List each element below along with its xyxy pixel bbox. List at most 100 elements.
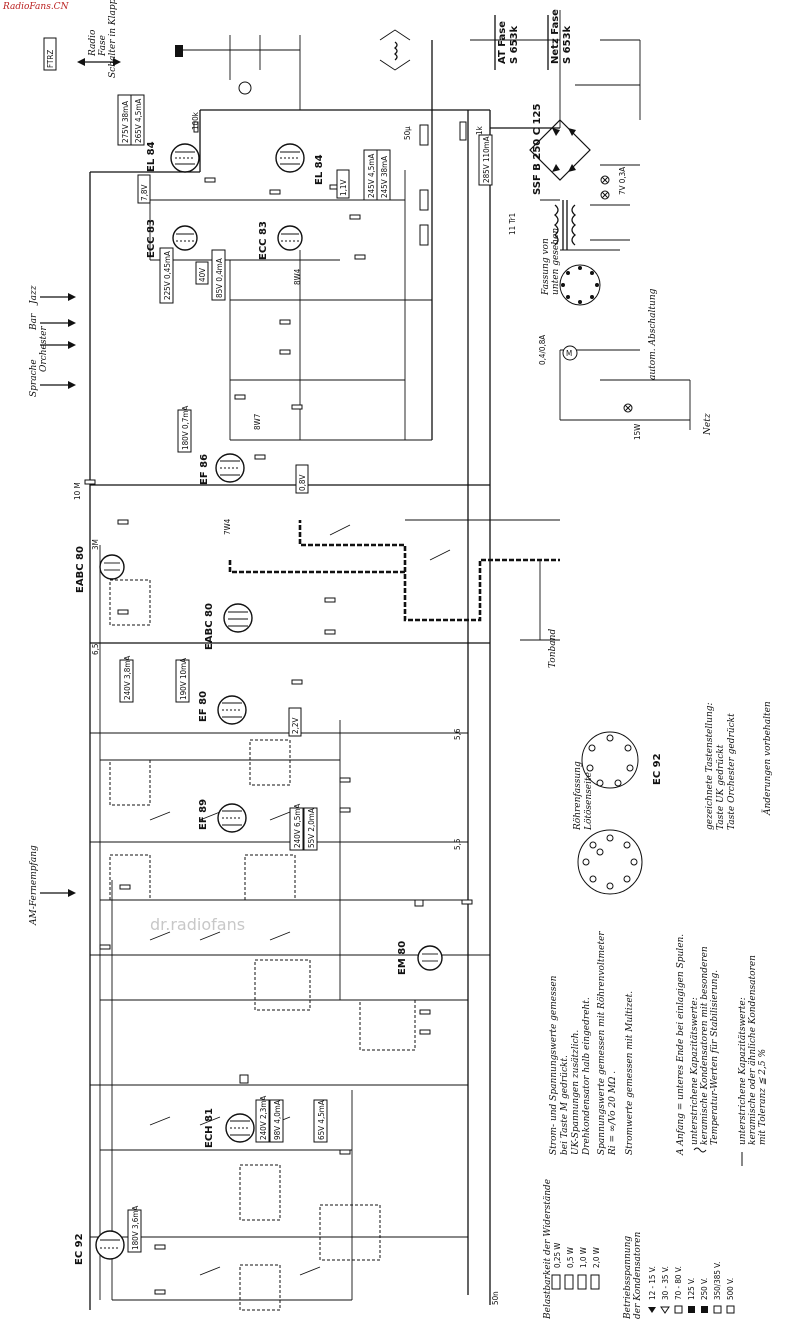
legend-a: A Anfang = unteres Ende bei einlagigen S… <box>676 934 686 1156</box>
ef86-label: EF 86 <box>199 454 210 485</box>
tube-ecc83-b <box>277 225 303 251</box>
brand-watermark-text: RadioFans.CN <box>3 2 69 12</box>
note-4: Drehkondensator halb eingedreht. <box>582 997 592 1156</box>
load-value-2: 0,5 W <box>566 1247 575 1268</box>
tube-socket-9pin-top <box>559 264 601 306</box>
voltage-4: 245V 38mA <box>380 156 389 198</box>
power-transformer <box>553 200 630 250</box>
ef80-label: EF 80 <box>198 691 209 722</box>
note-7: Stromwerte gemessen mit Multizet. <box>625 991 635 1155</box>
pilot-lamps <box>600 175 633 413</box>
voltage-1: 275V 38mA <box>121 101 130 143</box>
r-10m: 10 M <box>73 482 82 500</box>
v65-label: 6,5 <box>91 644 100 655</box>
at-fase-label: AT Fase <box>497 21 508 64</box>
ec92-label: EC 92 <box>74 1233 85 1265</box>
em80-label: EM 80 <box>397 941 408 975</box>
tube-ef89 <box>217 803 247 833</box>
ecc83-b-label: ECC 83 <box>258 221 269 260</box>
auto-shutoff-label: autom. Abschaltung <box>648 288 658 380</box>
load-value-3: 1,0 W <box>579 1247 588 1268</box>
tube-ech81 <box>225 1113 255 1143</box>
legend-cap2-3: mit Toleranz ≦ 2,5 % <box>758 1049 768 1145</box>
labels: FTRZ Radio Fase Schalter in Klappe AT Fa… <box>29 0 773 1319</box>
ecc83-a-label: ECC 83 <box>146 219 157 258</box>
lamp-7v: 7V 0,3A <box>618 167 627 195</box>
tube-el84-b <box>275 143 305 173</box>
at-fase-code: S 653k <box>509 25 520 64</box>
bias-2: 1,1V <box>339 180 348 196</box>
load-value-4: 2,0 W <box>592 1247 601 1268</box>
tr-11: 11 Tr1 <box>508 213 517 235</box>
tube-ec92 <box>95 1230 125 1260</box>
ef89-label: EF 89 <box>198 799 209 830</box>
fase-label: Fase <box>98 35 108 57</box>
tube-ef86 <box>215 453 245 483</box>
voltage-16: 180V 3,6mA <box>131 1206 140 1250</box>
bias-1: 7,8V <box>140 185 149 201</box>
note-2: bei Taste M gedrückt. <box>560 1055 570 1155</box>
voltage-10: 190V 10mA <box>179 658 188 700</box>
load-value-1: 0,25 W <box>553 1243 562 1268</box>
k50-label: 50n <box>491 1291 500 1305</box>
bw7-label: 8W7 <box>253 414 262 430</box>
schalter-label: Schalter in Klappe <box>108 0 118 78</box>
roehrenfassung-title: Röhrenfassung <box>573 761 583 831</box>
radio-label: Radio <box>88 29 98 57</box>
if-coils <box>109 579 416 1311</box>
main-wiring <box>89 10 691 1310</box>
note-6: Ri = ∞/Vo 20 MΩ . <box>608 1071 618 1156</box>
shielded-cable <box>228 520 560 622</box>
cap-value-6: 350/385 V. <box>713 1262 722 1300</box>
voltage-2: 265V 4,5mA <box>134 99 143 143</box>
voltage-14: 98V 4,0mA <box>273 1100 282 1140</box>
legend-cap1-3: Temperatur-Werten für Stabilisierung. <box>710 970 720 1145</box>
note-1: Strom- und Spannungswerte gemessen <box>549 975 559 1155</box>
v56-label: 5,6 <box>453 728 462 740</box>
pushbutton-switches <box>149 524 451 1276</box>
socket-diagram-7pin <box>581 731 639 789</box>
voltage-13: 240V 2,3mA <box>259 1096 268 1140</box>
m3-label: 3M <box>91 539 100 550</box>
socket-view-label-2: unten gesehen <box>551 228 561 295</box>
tube-ef80 <box>217 695 247 725</box>
voltage-3: 245V 4,5mA <box>367 154 376 198</box>
button-orchester: Orchester <box>39 326 49 372</box>
legend-cap2-2: keramische oder ähnliche Kondensatoren <box>748 955 758 1145</box>
ftrz-label: FTRZ <box>46 50 55 68</box>
motor-symbol: M <box>562 345 578 361</box>
passive-components <box>84 121 473 1295</box>
ec92-socket-label: EC 92 <box>652 753 663 785</box>
voltage-9: 240V 3,8mA <box>123 656 132 700</box>
tw4-label: 7W4 <box>223 518 232 535</box>
note-3: UK-Spannungen zusätzlich. <box>571 1030 581 1155</box>
cap-value-1: 12 - 15 V. <box>648 1266 657 1300</box>
socket-diagram-9pin <box>577 829 643 895</box>
am-fernempfang-label: AM-Fernempfang <box>29 845 39 926</box>
el84-b-label: EL 84 <box>314 154 325 185</box>
button-jazz: Jazz <box>29 285 39 306</box>
netz-fase-label: Netz Fase <box>550 9 561 64</box>
taste-note-2: Taste UK gedrückt <box>716 744 726 830</box>
cap-value-2: 30 - 35 V. <box>661 1266 670 1300</box>
cap-value-7: 500 V. <box>726 1278 735 1300</box>
socket-view-label-1: Fassung von <box>541 238 551 296</box>
legend-cap1-2: keramische Kondensatoren mit besonderen <box>700 946 710 1145</box>
button-arrows <box>40 58 121 897</box>
bw4-label: 8W4 <box>293 268 302 285</box>
tube-el84-a <box>170 143 200 173</box>
bias-3: 2,2V <box>291 718 300 734</box>
lamp-15w: 15W <box>633 424 642 440</box>
r-1k: 1k <box>475 125 484 135</box>
fuse-value: 0,4/0,8A <box>538 335 547 365</box>
eabc80-a-label: EABC 80 <box>75 546 86 593</box>
v55-label: 5,5 <box>453 839 462 850</box>
bridge-rectifier <box>529 119 591 181</box>
legend-cap1-1: unterstrichene Kapazitätswerte: <box>690 997 700 1145</box>
taste-note-3: Taste Orchester gedrückt <box>727 713 737 830</box>
netz-fase-code: S 653k <box>562 25 573 64</box>
voltage-5: 285V 110mA <box>482 136 491 183</box>
speaker-switch-area <box>175 29 411 110</box>
legend-cap2-1: unterstrichene Kapazitätswerte: <box>738 997 748 1145</box>
